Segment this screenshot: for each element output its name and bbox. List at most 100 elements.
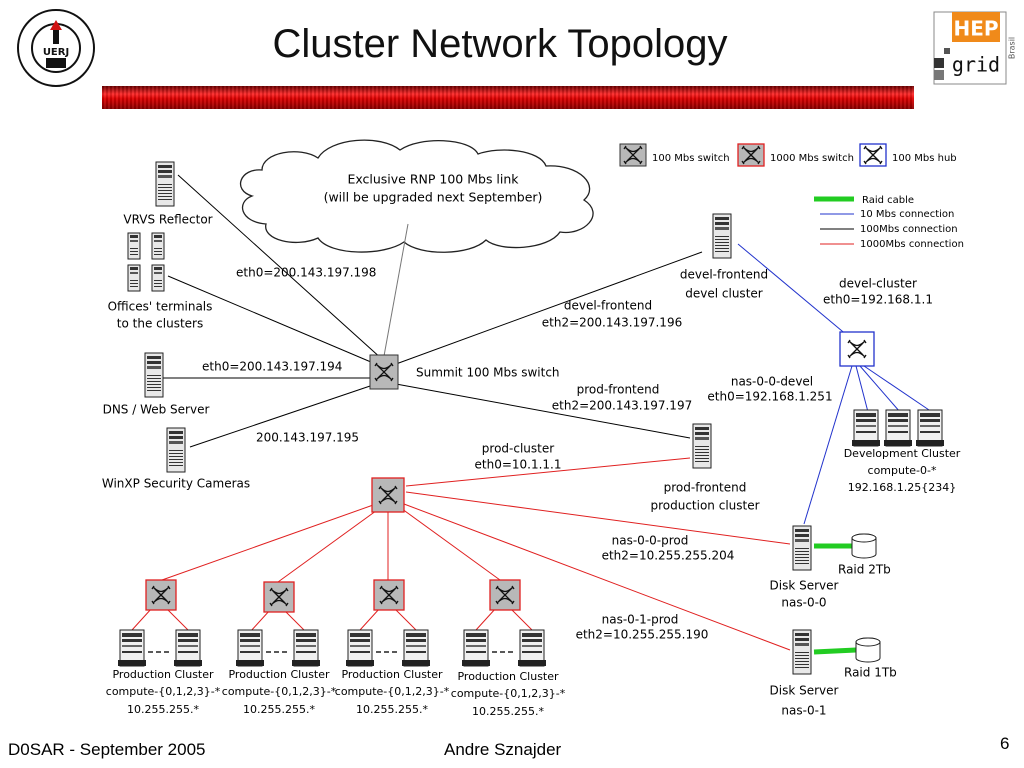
label-offices-1: Offices' terminals [108,300,213,314]
disk-server-1-icon [792,525,812,571]
prod-cluster-2-name: Production Cluster [228,668,330,681]
label-ip-195: 200.143.197.195 [256,431,359,445]
prod-compute-node-icon [517,629,547,667]
prod-frontend-icon [692,423,712,469]
office-terminal-icon [127,232,141,260]
cloud-line-2: (will be upgraded next September) [324,190,543,205]
legend-hub-100: 100 Mbs hub [892,153,957,164]
legend-conn-10: 10 Mbs connection [860,209,954,220]
legend-conn-100: 100Mbs connection [860,224,958,235]
label-vrvs: VRVS Reflector [123,213,212,227]
winxp-server-icon [166,427,186,473]
dev-compute-node-icon [851,409,881,447]
gigabit-switch-p2-icon [263,581,295,613]
link-gswitch-p2 [277,507,381,583]
disk-server-2-icon [792,629,812,675]
label-raid-2tb: Raid 2Tb [838,563,891,577]
label-eth0-198: eth0=200.143.197.198 [236,266,376,280]
label-prod-frontend-2: production cluster [650,499,759,513]
label-nas01-prod-b: eth2=10.255.255.190 [576,628,709,642]
prod-cluster-3-ip: 10.255.255.* [356,703,428,716]
link-winxp-summit [189,383,377,448]
prod-cluster-nodes [117,629,547,667]
gigabit-switch-p3-icon [373,579,405,611]
prod-cluster-1-name: Production Cluster [112,668,214,681]
label-dev-cluster-2: compute-0-* [868,464,937,477]
link-hub-dev3 [863,365,933,413]
prod-compute-node-icon [401,629,431,667]
label-devel-frontend-a: devel-frontend [564,299,652,313]
title-divider [102,86,914,109]
office-terminal-icon [151,232,165,260]
link-gswitch-prod [405,457,691,487]
link-summit-prod [395,383,691,439]
devel-hub-icon [839,331,875,367]
link-hub-dev2 [859,365,901,413]
label-prod-cluster-a: prod-cluster [482,442,554,456]
link-hub-nas00 [803,365,853,525]
dev-compute-node-icon [883,409,913,447]
page-title: Cluster Network Topology [272,22,728,66]
label-disk-server-2b: nas-0-1 [781,704,826,718]
prod-cluster-1-ip: 10.255.255.* [127,703,199,716]
label-raid-1tb: Raid 1Tb [844,666,897,680]
link-devel-hub [737,243,849,337]
node-labels: VRVS Reflector Offices' terminals to the… [102,213,961,718]
edge-labels: eth0=200.143.197.198 eth0=200.143.197.19… [202,266,933,642]
raid-cables [813,543,857,655]
raid-1tb-icon [855,637,881,663]
link-summit-devel [395,251,703,365]
prod-compute-node-icon [173,629,203,667]
prod-compute-node-icon [235,629,265,667]
label-nas00-prod-a: nas-0-0-prod [612,534,689,548]
link-hub-dev1 [855,365,869,413]
label-devel-cluster-a: devel-cluster [839,277,917,291]
prod-cluster-3-name: Production Cluster [341,668,443,681]
label-devel-frontend-1: devel-frontend [680,268,768,282]
footer-left: D0SAR - September 2005 [8,740,206,759]
label-summit: Summit 100 Mbs switch [416,366,560,380]
hepgrid-logo-top: HEP [953,17,998,41]
link-vrvs-summit [177,174,384,361]
label-devel-frontend-b: eth2=200.143.197.196 [542,316,682,330]
label-prod-cluster-b: eth0=10.1.1.1 [475,458,562,472]
page-number: 6 [1000,734,1010,753]
prod-switch-links [131,607,533,633]
link-cloud-summit [383,223,409,357]
cloud-line-1: Exclusive RNP 100 Mbs link [347,172,519,187]
label-eth0-194: eth0=200.143.197.194 [202,360,342,374]
prod-cluster-2-ip: 10.255.255.* [243,703,315,716]
uerj-logo-text: UERJ [43,47,69,58]
uerj-logo: UERJ [17,9,95,87]
prod-compute-node-icon [345,629,375,667]
label-disk-server-1a: Disk Server [770,579,839,593]
summit-switch-icon [369,354,399,390]
connections-10mbs [737,243,933,525]
label-dev-cluster-1: Development Cluster [844,447,961,460]
legend-raid-cable: Raid cable [862,195,914,206]
connections-100mbs [162,174,703,448]
gigabit-switch-p1-icon [145,579,177,611]
link-gswitch-nas01 [403,503,791,651]
office-terminal-icon [151,264,165,292]
label-nas01-prod-a: nas-0-1-prod [602,613,679,627]
raid-cable-2 [813,647,857,655]
label-nas00-prod-b: eth2=10.255.255.204 [602,549,735,563]
office-terminal-icon [127,264,141,292]
gigabit-switch-p4-icon [489,579,521,611]
dns-server-icon [144,352,164,398]
label-disk-server-1b: nas-0-0 [781,596,826,610]
hepgrid-logo-side: Brasil [1008,37,1017,59]
label-dev-cluster-3: 192.168.1.25{234} [848,481,956,494]
label-nas-devel-a: nas-0-0-devel [731,375,813,389]
label-offices-2: to the clusters [117,317,203,331]
prod-cluster-3-compute: compute-{0,1,2,3}-* [335,685,450,698]
label-prod-frontend-b: eth2=200.143.197.197 [552,399,692,413]
label-prod-frontend-1: prod-frontend [664,481,747,495]
legend-conn-1000: 1000Mbs connection [860,239,964,250]
connections-1000mbs [131,457,791,651]
label-prod-frontend-a: prod-frontend [577,383,660,397]
vrvs-server-icon [155,161,175,207]
label-disk-server-2a: Disk Server [770,684,839,698]
